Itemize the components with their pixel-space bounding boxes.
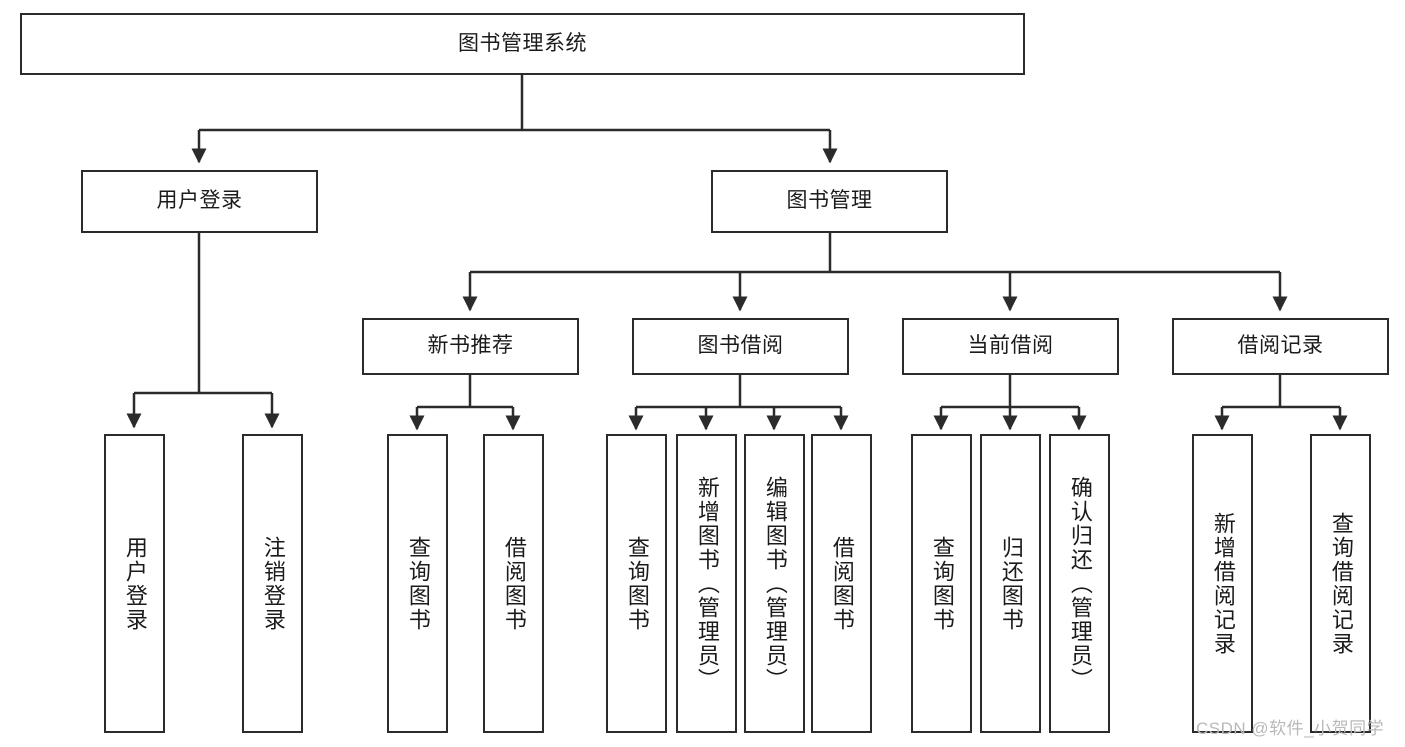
node-book-manage-label: 图书管理: [786, 189, 873, 213]
node-root-label: 图书管理系统: [458, 31, 587, 55]
node-new-book-recommend[interactable]: 新书推荐: [362, 318, 579, 375]
leaf-cb-query-book-label: 查询图书: [929, 535, 955, 632]
leaf-logout-label: 注销登录: [260, 535, 286, 632]
leaf-bb-borrow-book[interactable]: 借阅图书: [811, 434, 872, 733]
leaf-br-add-record-label: 新增借阅记录: [1210, 511, 1236, 656]
leaf-bb-query-book-label: 查询图书: [624, 535, 650, 632]
leaf-br-query-record[interactable]: 查询借阅记录: [1310, 434, 1371, 733]
node-current-borrow[interactable]: 当前借阅: [902, 318, 1119, 375]
node-new-book-recommend-label: 新书推荐: [427, 334, 514, 358]
node-borrow-record-label: 借阅记录: [1237, 334, 1324, 358]
leaf-nb-query-book[interactable]: 查询图书: [387, 434, 448, 733]
leaf-nb-borrow-book[interactable]: 借阅图书: [483, 434, 544, 733]
node-current-borrow-label: 当前借阅: [967, 334, 1054, 358]
leaf-bb-edit-book[interactable]: 编辑图书（管理员）: [744, 434, 805, 733]
leaf-nb-borrow-book-label: 借阅图书: [501, 535, 527, 632]
node-book-borrow[interactable]: 图书借阅: [632, 318, 849, 375]
leaf-bb-add-book[interactable]: 新增图书（管理员）: [676, 434, 737, 733]
leaf-logout[interactable]: 注销登录: [242, 434, 303, 733]
node-book-manage[interactable]: 图书管理: [711, 170, 948, 233]
node-user-login[interactable]: 用户登录: [81, 170, 318, 233]
leaf-cb-return-book[interactable]: 归还图书: [980, 434, 1041, 733]
leaf-cb-return-book-label: 归还图书: [998, 535, 1024, 632]
leaf-cb-confirm-return[interactable]: 确认归还（管理员）: [1049, 434, 1110, 733]
leaf-user-login[interactable]: 用户登录: [104, 434, 165, 733]
leaf-bb-borrow-book-label: 借阅图书: [829, 535, 855, 632]
leaf-br-add-record[interactable]: 新增借阅记录: [1192, 434, 1253, 733]
node-borrow-record[interactable]: 借阅记录: [1172, 318, 1389, 375]
leaf-cb-query-book[interactable]: 查询图书: [911, 434, 972, 733]
node-book-borrow-label: 图书借阅: [697, 334, 784, 358]
leaf-br-query-record-label: 查询借阅记录: [1328, 511, 1354, 656]
leaf-bb-add-book-label: 新增图书（管理员）: [694, 475, 720, 692]
leaf-cb-confirm-return-label: 确认归还（管理员）: [1067, 475, 1093, 692]
leaf-nb-query-book-label: 查询图书: [405, 535, 431, 632]
leaf-user-login-label: 用户登录: [122, 535, 148, 632]
node-root[interactable]: 图书管理系统: [20, 13, 1025, 75]
node-user-login-label: 用户登录: [156, 189, 243, 213]
leaf-bb-edit-book-label: 编辑图书（管理员）: [762, 475, 788, 692]
leaf-bb-query-book[interactable]: 查询图书: [606, 434, 667, 733]
